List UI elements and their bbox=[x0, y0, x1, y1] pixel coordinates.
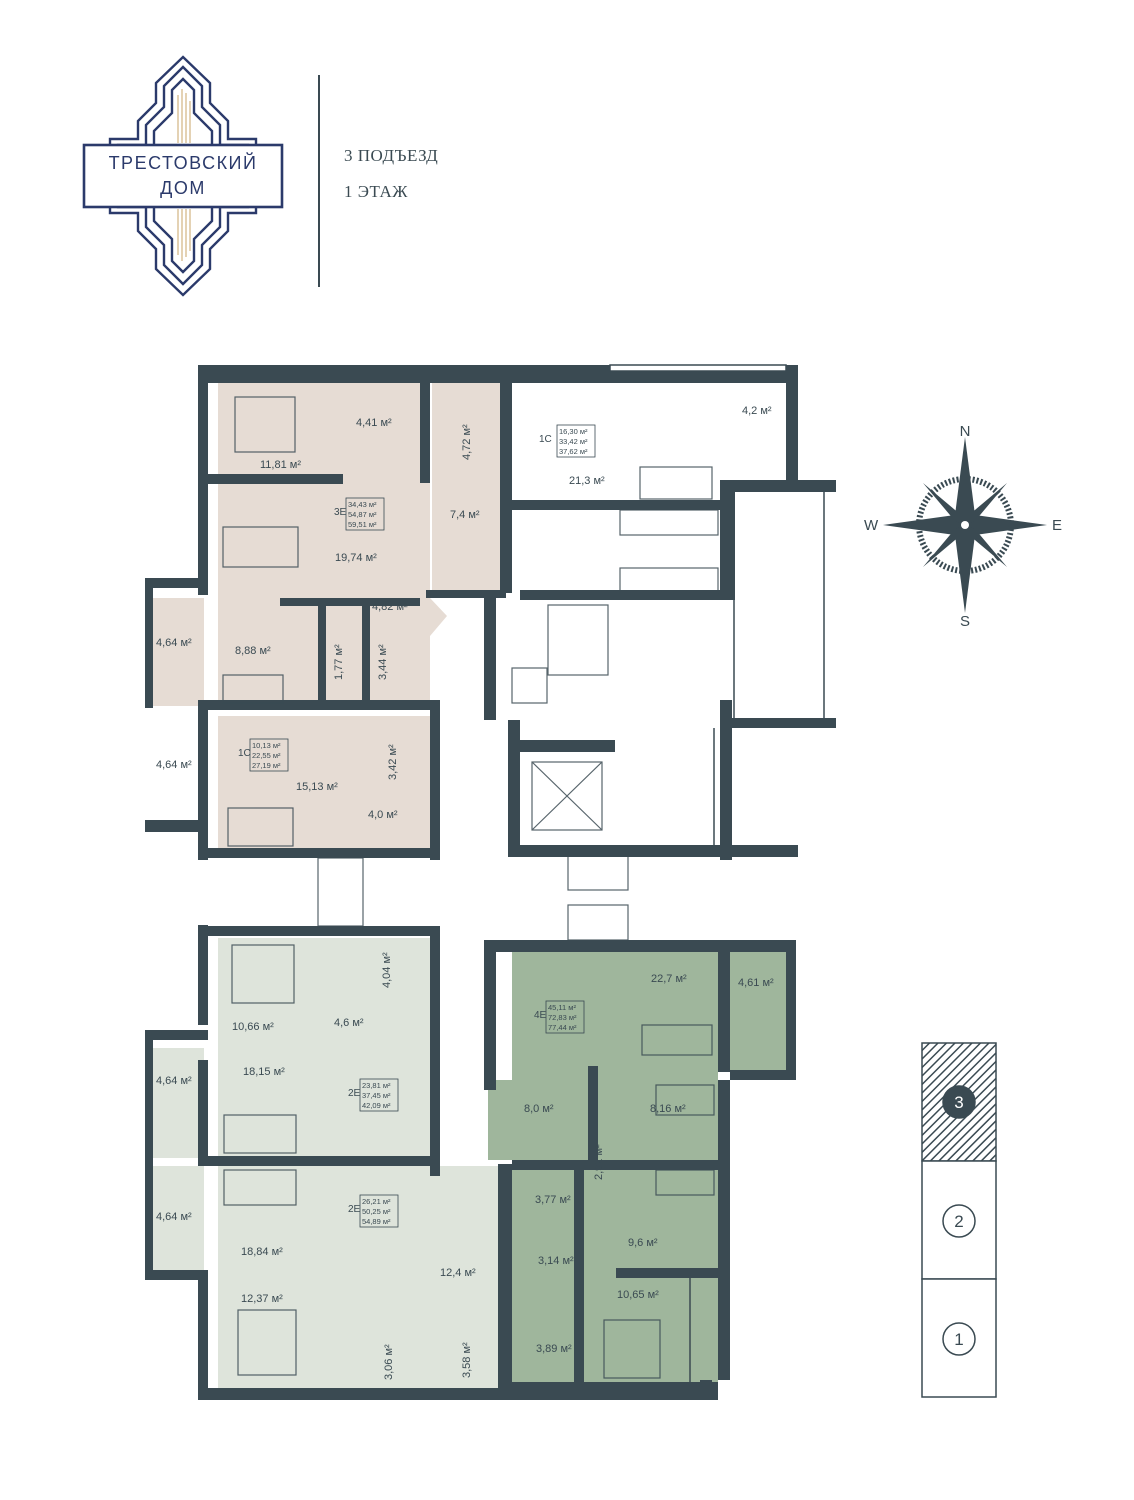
room-area: 21,3 м² bbox=[569, 475, 605, 487]
apt-badge: 4Е 45,11 м² 72,83 м² 77,44 м² bbox=[534, 1000, 585, 1034]
room-area: 4,64 м² bbox=[156, 1211, 192, 1223]
room-area: 10,66 м² bbox=[232, 1021, 274, 1033]
compass-s: S bbox=[960, 613, 970, 630]
svg-text:2Е: 2Е bbox=[348, 1088, 361, 1099]
room-area: 22,7 м² bbox=[651, 973, 687, 985]
apt-badge: 2Е 26,21 м² 50,25 м² 54,89 м² bbox=[348, 1194, 399, 1228]
room-area: 2,92 м² bbox=[593, 1144, 605, 1180]
room-area: 3,77 м² bbox=[535, 1194, 571, 1206]
room-area: 3,44 м² bbox=[377, 644, 389, 680]
room-area: 3,42 м² bbox=[387, 744, 399, 780]
room-area: 4,0 м² bbox=[368, 809, 398, 821]
compass-w: W bbox=[864, 517, 879, 534]
room-area: 8,16 м² bbox=[650, 1103, 686, 1115]
room-area: 8,88 м² bbox=[235, 645, 271, 657]
room-area: 12,4 м² bbox=[440, 1267, 476, 1279]
room-area: 10,65 м² bbox=[617, 1289, 659, 1301]
room-area: 3,14 м² bbox=[538, 1255, 574, 1267]
apartment-badges: 1С 16,30 м² 33,42 м² 37,62 м² 3Е 34,43 м… bbox=[238, 424, 596, 1228]
room-area: 9,6 м² bbox=[628, 1237, 658, 1249]
svg-text:1С: 1С bbox=[238, 748, 251, 759]
svg-text:34,43 м²: 34,43 м² bbox=[348, 500, 377, 509]
room-area: 4,82 м² bbox=[372, 601, 408, 613]
svg-text:77,44 м²: 77,44 м² bbox=[548, 1023, 577, 1032]
entrance-label: 3 ПОДЪЕЗД bbox=[344, 146, 439, 165]
svg-text:26,21 м²: 26,21 м² bbox=[362, 1197, 391, 1206]
logo-line1: ТРЕСТОВСКИЙ bbox=[109, 152, 258, 173]
apt-badge: 3Е 34,43 м² 54,87 м² 59,51 м² bbox=[334, 497, 385, 531]
svg-text:2Е: 2Е bbox=[348, 1204, 361, 1215]
room-area: 3,58 м² bbox=[461, 1342, 473, 1378]
svg-text:72,83 м²: 72,83 м² bbox=[548, 1013, 577, 1022]
room-area: 4,41 м² bbox=[356, 417, 392, 429]
room-area: 4,64 м² bbox=[156, 637, 192, 649]
floor-2-label: 2 bbox=[954, 1212, 963, 1231]
room-area: 15,13 м² bbox=[296, 781, 338, 793]
room-area: 7,4 м² bbox=[450, 509, 480, 521]
room-area: 4,6 м² bbox=[334, 1017, 364, 1029]
svg-text:54,89 м²: 54,89 м² bbox=[362, 1217, 391, 1226]
svg-text:3Е: 3Е bbox=[334, 507, 347, 518]
svg-text:50,25 м²: 50,25 м² bbox=[362, 1207, 391, 1216]
svg-text:16,30 м²: 16,30 м² bbox=[559, 427, 588, 436]
room-area: 3,06 м² bbox=[383, 1344, 395, 1380]
svg-text:59,51 м²: 59,51 м² bbox=[348, 520, 377, 529]
room-area: 19,74 м² bbox=[335, 552, 377, 564]
svg-text:27,19 м²: 27,19 м² bbox=[252, 761, 281, 770]
svg-text:22,55 м²: 22,55 м² bbox=[252, 751, 281, 760]
walls bbox=[145, 365, 836, 1400]
room-area: 12,37 м² bbox=[241, 1293, 283, 1305]
logo-line2: ДОМ bbox=[160, 178, 206, 198]
room-area: 4,61 м² bbox=[738, 977, 774, 989]
svg-text:42,09 м²: 42,09 м² bbox=[362, 1101, 391, 1110]
svg-text:4Е: 4Е bbox=[534, 1010, 547, 1021]
apt-badge: 1С 10,13 м² 22,55 м² 27,19 м² bbox=[238, 738, 289, 772]
room-area: 4,64 м² bbox=[156, 759, 192, 771]
apartment-fills bbox=[152, 383, 786, 1388]
svg-text:54,87 м²: 54,87 м² bbox=[348, 510, 377, 519]
room-area: 18,15 м² bbox=[243, 1066, 285, 1078]
svg-text:37,62 м²: 37,62 м² bbox=[559, 447, 588, 456]
svg-text:33,42 м²: 33,42 м² bbox=[559, 437, 588, 446]
svg-text:1С: 1С bbox=[539, 434, 552, 445]
room-area: 18,84 м² bbox=[241, 1246, 283, 1258]
brand-logo: ТРЕСТОВСКИЙ ДОМ bbox=[82, 55, 284, 297]
apt-badge: 2Е 23,81 м² 37,45 м² 42,09 м² bbox=[348, 1078, 399, 1112]
room-area: 4,2 м² bbox=[742, 405, 772, 417]
room-area: 8,0 м² bbox=[524, 1103, 554, 1115]
compass-e: E bbox=[1052, 517, 1062, 534]
svg-text:10,13 м²: 10,13 м² bbox=[252, 741, 281, 750]
floor-selector[interactable]: 3 2 1 bbox=[921, 1042, 999, 1400]
svg-text:37,45 м²: 37,45 м² bbox=[362, 1091, 391, 1100]
apt-badge: 1С 16,30 м² 33,42 м² 37,62 м² bbox=[539, 424, 596, 458]
floor-label: 1 ЭТАЖ bbox=[344, 182, 409, 201]
compass-rose: N S W E bbox=[864, 423, 1062, 630]
room-area: 3,89 м² bbox=[536, 1343, 572, 1355]
svg-text:23,81 м²: 23,81 м² bbox=[362, 1081, 391, 1090]
svg-text:45,11 м²: 45,11 м² bbox=[548, 1003, 576, 1012]
room-area: 4,64 м² bbox=[156, 1075, 192, 1087]
header-divider bbox=[318, 75, 320, 287]
room-area: 1,77 м² bbox=[333, 644, 345, 680]
room-area: 11,81 м² bbox=[260, 459, 301, 471]
compass-n: N bbox=[960, 423, 971, 440]
room-labels: 11,81 м² 4,41 м² 4,72 м² 21,3 м² 4,2 м² … bbox=[156, 405, 774, 1380]
floor-3-label: 3 bbox=[954, 1093, 963, 1112]
room-area: 4,72 м² bbox=[461, 424, 473, 460]
room-area: 4,04 м² bbox=[381, 952, 393, 988]
floor-1-label: 1 bbox=[954, 1330, 963, 1349]
